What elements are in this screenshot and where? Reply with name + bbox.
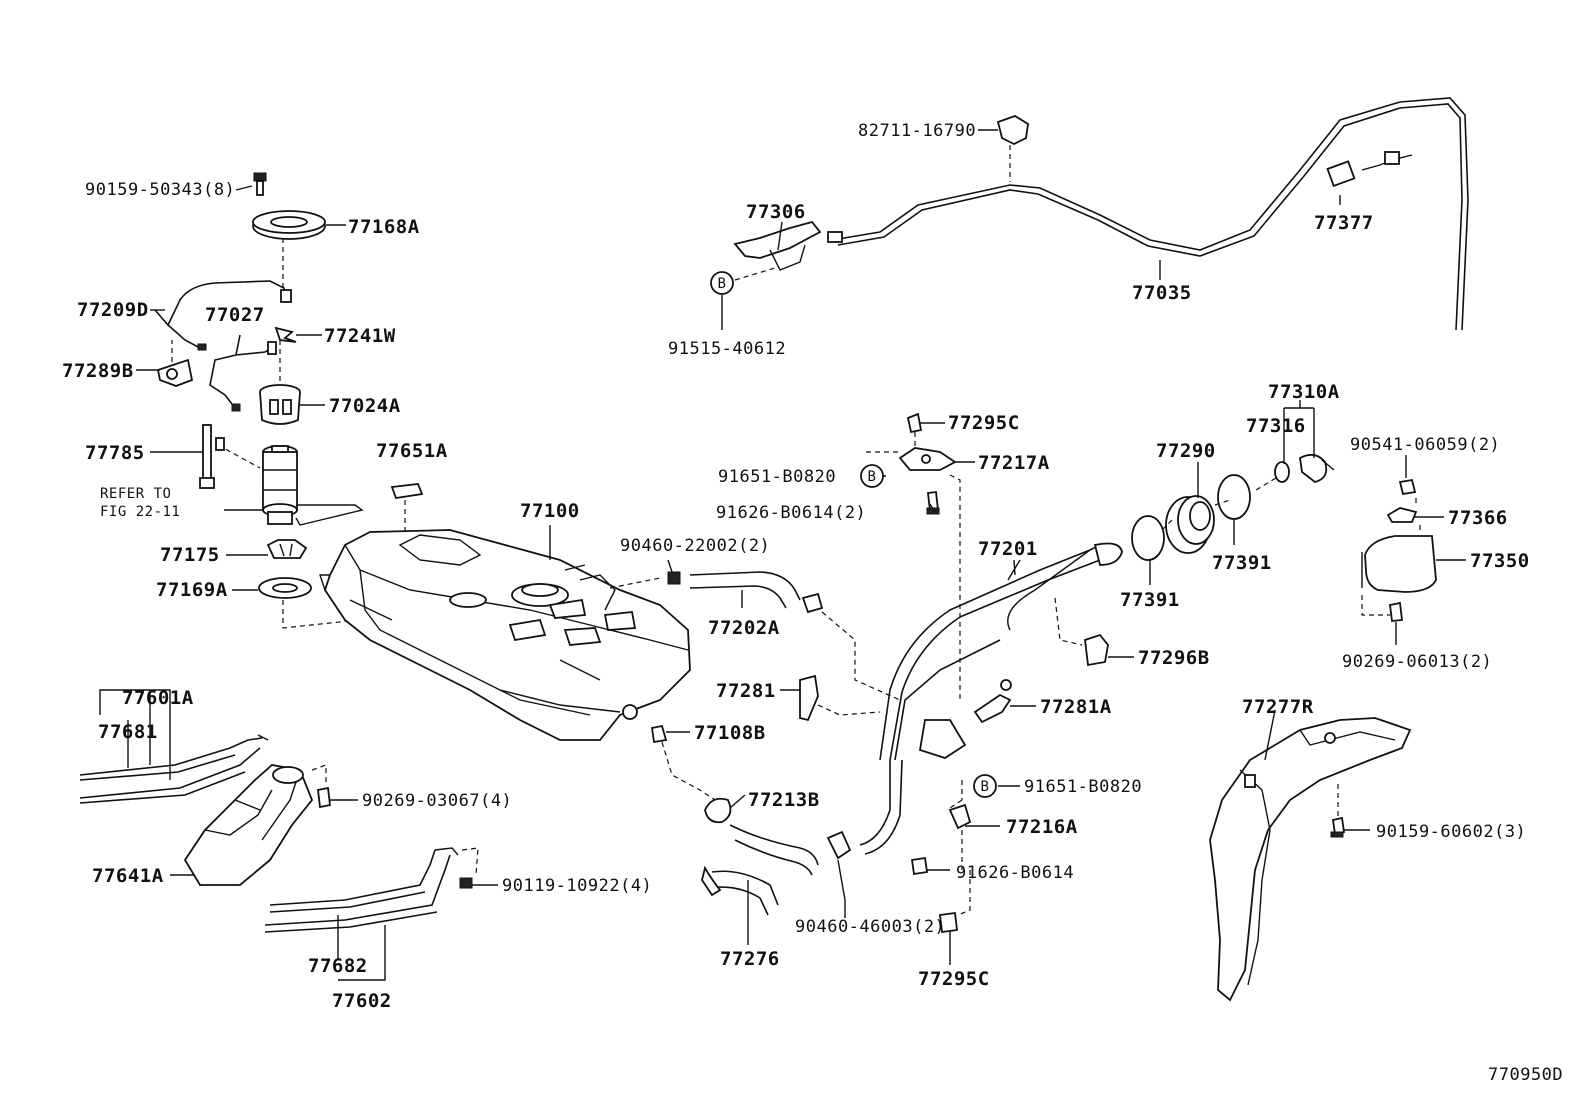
label-90119-10922: 90119-10922(4): [502, 876, 652, 896]
label-90460-46003: 90460-46003(2): [795, 917, 945, 937]
filler-pipe-part: [859, 542, 1123, 855]
fuel-door-part: [1364, 535, 1437, 593]
label-77681: 77681: [98, 721, 158, 743]
fuel-door-group: [1361, 478, 1437, 622]
fuel-cap-group: [1131, 453, 1335, 561]
label-77391-left: 77391: [1120, 589, 1180, 611]
retainer-ring-part: [252, 210, 326, 240]
label-77785: 77785: [85, 442, 145, 464]
filler-bracket-group: [866, 412, 961, 700]
fuel-pump-assembly-group: [154, 172, 521, 629]
pump-gasket-part: [258, 577, 312, 599]
opener-lever-part: [733, 220, 822, 259]
label-77296B: 77296B: [1138, 647, 1210, 669]
label-77350: 77350: [1470, 550, 1530, 572]
filler-cap-part: [1165, 495, 1215, 554]
svg-text:B: B: [718, 276, 727, 292]
label-77316: 77316: [1246, 415, 1306, 437]
label-91626-B0614: 91626-B0614: [956, 863, 1074, 883]
pipe-clamp-group: [799, 597, 1109, 934]
svg-text:B: B: [868, 469, 877, 485]
label-91651-B0820-top: 91651-B0820: [718, 467, 836, 487]
label-91515-40612: 91515-40612: [668, 339, 786, 359]
label-77377: 77377: [1314, 212, 1374, 234]
label-77209D: 77209D: [77, 299, 149, 321]
label-refer-to: REFER TO: [100, 486, 171, 502]
label-77682: 77682: [308, 955, 368, 977]
lower-hose-group: [701, 797, 852, 916]
opener-cable-group: [733, 97, 1469, 331]
tank-band-group: [79, 734, 479, 933]
breather-hose-part: [667, 571, 901, 701]
label-77290: 77290: [1156, 440, 1216, 462]
label-90159-60602: 90159-60602(3): [1376, 822, 1526, 842]
drain-plug-part: [650, 724, 716, 801]
regulator-bracket-part: [156, 340, 194, 387]
label-91626-B0614-2: 91626-B0614(2): [716, 503, 866, 523]
label-90460-22002: 90460-22002(2): [620, 536, 770, 556]
label-77175: 77175: [160, 544, 220, 566]
label-90269-06013: 90269-06013(2): [1342, 652, 1492, 672]
pump-cushion-part: [266, 539, 308, 559]
fuel-pump-part: [262, 445, 364, 526]
pump-bracket-part: [259, 340, 301, 425]
figure-code: 770950D: [1488, 1065, 1563, 1085]
label-77295C-bottom: 77295C: [918, 968, 990, 990]
label-77281: 77281: [716, 680, 776, 702]
bolt-part: [253, 172, 267, 196]
tank-protector-part: [183, 764, 314, 886]
label-90159-50343: 90159-50343(8): [85, 180, 235, 200]
label-77241W: 77241W: [324, 325, 396, 347]
label-77295C-top: 77295C: [948, 412, 1020, 434]
label-77276: 77276: [720, 948, 780, 970]
label-77391-right: 77391: [1212, 552, 1272, 574]
label-77281A: 77281A: [1040, 696, 1112, 718]
label-77602: 77602: [332, 990, 392, 1012]
label-77366: 77366: [1448, 507, 1508, 529]
reference-marker-b1: B: [710, 271, 734, 295]
label-90269-03067: 90269-03067(4): [362, 791, 512, 811]
clip-part: [274, 326, 297, 343]
reference-marker-b2: B: [860, 464, 884, 488]
label-77100: 77100: [520, 500, 580, 522]
fuel-line-part: [154, 280, 288, 349]
label-77601A: 77601A: [122, 687, 194, 709]
label-82711-16790: 82711-16790: [858, 121, 976, 141]
label-77216A: 77216A: [1006, 816, 1078, 838]
sender-gauge-part: [199, 424, 261, 489]
label-77027: 77027: [205, 304, 265, 326]
label-77168A: 77168A: [348, 216, 420, 238]
fender-liner-part: [1209, 717, 1412, 1002]
cable-clamp-part: [996, 115, 1029, 146]
label-77651A: 77651A: [376, 440, 448, 462]
label-91651-B0820-bottom: 91651-B0820: [1024, 777, 1142, 797]
svg-text:B: B: [981, 779, 990, 795]
label-77289B: 77289B: [62, 360, 134, 382]
label-77201: 77201: [978, 538, 1038, 560]
label-90541-06059: 90541-06059(2): [1350, 435, 1500, 455]
fuel-tank-part: [319, 525, 691, 741]
label-77217A: 77217A: [978, 452, 1050, 474]
label-77310A: 77310A: [1268, 381, 1340, 403]
gasket-ring-part: [1131, 515, 1165, 561]
label-refer-fig: FIG 22-11: [100, 504, 180, 520]
label-77035: 77035: [1132, 282, 1192, 304]
label-77306: 77306: [746, 201, 806, 223]
label-77169A: 77169A: [156, 579, 228, 601]
gasket-ring-part: [1217, 474, 1251, 520]
label-77024A: 77024A: [329, 395, 401, 417]
label-77641A: 77641A: [92, 865, 164, 887]
reference-marker-b3: B: [973, 774, 997, 798]
label-77277R: 77277R: [1242, 696, 1314, 718]
label-77108B: 77108B: [694, 722, 766, 744]
label-77213B: 77213B: [748, 789, 820, 811]
label-77202A: 77202A: [708, 617, 780, 639]
